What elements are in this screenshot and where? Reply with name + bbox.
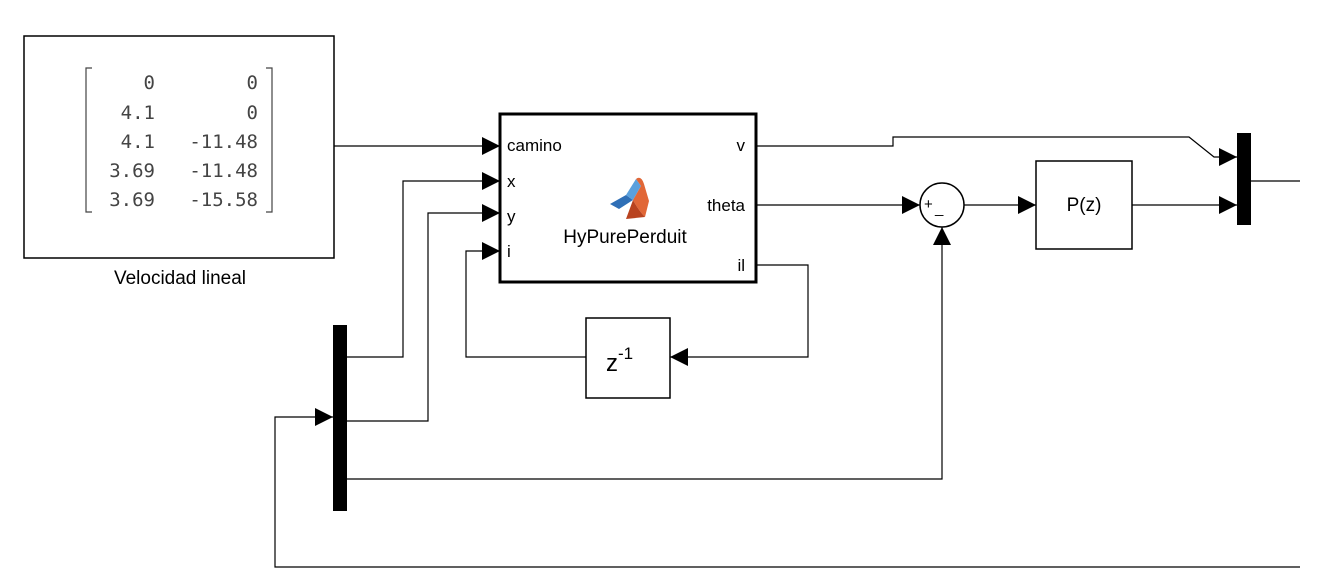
constant-matrix-block[interactable]: 0 0 4.1 0 4.1 -11.48 3.69 -11.48 3.69 -1… (23, 35, 335, 259)
matrix-left-bracket (85, 67, 92, 213)
signal-line[interactable] (465, 242, 586, 358)
output-port-v: v (737, 136, 746, 155)
matrix-cell: 3.69 (109, 160, 155, 182)
input-port-x: x (507, 172, 516, 191)
matrix-cell: 0 (247, 102, 258, 124)
matrix-cell: -11.48 (189, 131, 258, 153)
transfer-function-block[interactable]: P(z) (1035, 160, 1133, 250)
signal-line[interactable] (347, 204, 500, 422)
signal-line[interactable] (274, 408, 1300, 568)
signal-line[interactable] (756, 136, 1237, 166)
signal-line[interactable] (347, 172, 500, 358)
mux-bar[interactable] (1237, 133, 1251, 225)
matrix-cell: 0 (247, 72, 258, 94)
output-port-theta: theta (707, 196, 745, 215)
sum-block[interactable]: + _ (919, 182, 965, 228)
function-block-name: HyPurePerduit (563, 227, 687, 248)
unit-delay-block[interactable]: z-1 (585, 317, 671, 399)
signal-line[interactable] (670, 264, 809, 366)
matrix-cell: 3.69 (109, 189, 155, 211)
matrix-cell: -15.58 (189, 189, 258, 211)
input-port-i: i (507, 242, 511, 261)
input-port-camino: camino (507, 136, 562, 155)
sum-sign-minus: _ (934, 200, 944, 217)
constant-block-caption: Velocidad lineal (114, 268, 246, 289)
sum-sign-plus: + (924, 196, 933, 213)
output-port-il: il (737, 256, 745, 275)
input-port-y: y (507, 207, 516, 226)
signal-line[interactable] (347, 227, 951, 480)
matrix-cell: 0 (144, 72, 155, 94)
matlab-logo-icon (610, 177, 649, 219)
matrix-cell: 4.1 (121, 131, 155, 153)
matrix-cell: -11.48 (189, 160, 258, 182)
matlab-function-block[interactable]: camino x y i v theta il HyPurePerduit (498, 112, 758, 284)
transfer-function-label: P(z) (1067, 195, 1102, 216)
matrix-right-bracket (266, 67, 273, 213)
delay-symbol: z-1 (606, 344, 633, 377)
demux-bar[interactable] (333, 325, 347, 511)
matrix-cell: 4.1 (121, 102, 155, 124)
